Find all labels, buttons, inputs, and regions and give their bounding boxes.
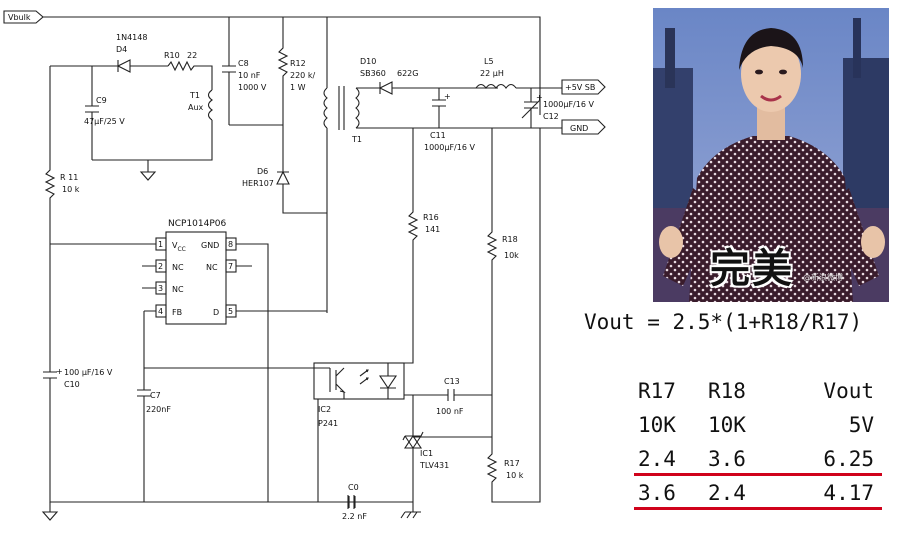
meme-photo: @新浪微博 <box>653 8 889 302</box>
out-5v-text: +5V SB <box>565 83 595 92</box>
r18-label: R18 <box>502 235 518 244</box>
pin-vcc-sub: CC <box>177 246 185 253</box>
header-r17: R17 <box>638 379 676 403</box>
ic2-label: IC2 <box>318 405 331 414</box>
pin-1: 1 <box>158 240 163 249</box>
c8-value1: 10 nF <box>238 71 261 80</box>
l5-label: L5 <box>484 57 494 66</box>
c12-label: C12 <box>543 112 559 121</box>
c8-value2: 1000 V <box>238 83 267 92</box>
cell-r18: 3.6 <box>708 447 746 471</box>
circuit-schematic: Vbulk C8 10 nF 1000 V R12 220 k/ 1 W D6 … <box>3 10 606 521</box>
cell-r17: 2.4 <box>638 447 676 471</box>
photo-drawing: @新浪微博 <box>653 8 889 302</box>
cell-vout: 5V <box>848 413 874 437</box>
r17-value: 10 k <box>506 471 524 480</box>
t1-label: T1 <box>351 135 362 144</box>
c0-value: 2.2 nF <box>342 512 367 521</box>
r16-value: 141 <box>425 225 440 234</box>
formula: Vout = 2.5*(1+R18/R17) <box>584 310 863 334</box>
code-label: 622G <box>397 69 418 78</box>
cell-r17: 3.6 <box>638 481 676 505</box>
d10-value: SB360 <box>360 69 386 78</box>
cell-vout: 6.25 <box>823 447 874 471</box>
t1-aux-label: T1 <box>189 91 200 100</box>
pin-gnd: GND <box>201 241 219 250</box>
resistor-table: R17 R18 Vout 10K 10K 5V 2.4 3.6 6.25 3.6… <box>632 375 884 511</box>
vbulk-text: Vbulk <box>8 13 31 22</box>
pin-3: 3 <box>158 284 163 293</box>
c13-label: C13 <box>444 377 460 386</box>
r10-value: 22 <box>187 51 197 60</box>
d6-value: HER107 <box>242 179 274 188</box>
pin-5: 5 <box>228 307 233 316</box>
table-row: 2.4 3.6 6.25 <box>632 443 884 477</box>
header-vout: Vout <box>823 379 874 403</box>
r12-value2: 1 W <box>290 83 306 92</box>
table-row: 3.6 2.4 4.17 <box>632 477 884 511</box>
ic1-label: IC1 <box>420 449 433 458</box>
pin-vcc: V <box>172 241 178 250</box>
c11-label: C11 <box>430 131 446 140</box>
gnd-label: GND <box>561 119 606 135</box>
c11-value: 1000µF/16 V <box>424 143 475 152</box>
c10-plus: + <box>56 367 63 376</box>
c10-label: C10 <box>64 380 80 389</box>
cell-r17: 10K <box>638 413 676 437</box>
r17-label: R17 <box>504 459 520 468</box>
pin-8: 8 <box>228 240 233 249</box>
c9-value: 47µF/25 V <box>84 117 125 126</box>
t1-aux-text: Aux <box>188 103 204 112</box>
photo-caption: 完美 <box>710 246 794 292</box>
r12-value1: 220 k/ <box>290 71 315 80</box>
cell-r18: 2.4 <box>708 481 746 505</box>
pin-4: 4 <box>158 307 163 316</box>
pin-2: 2 <box>158 262 163 271</box>
c12-plus: + <box>536 93 543 102</box>
d6-label: D6 <box>257 167 268 176</box>
photo-watermark: @新浪微博 <box>803 272 843 282</box>
d4-label: D4 <box>116 45 127 54</box>
optocoupler <box>313 362 405 400</box>
svg-text:VCC: VCC <box>172 241 186 253</box>
gnd-text: GND <box>570 124 588 133</box>
cell-vout: 4.17 <box>823 481 874 505</box>
ic-name: NCP1014P06 <box>168 219 227 229</box>
r11-value: 10 k <box>62 185 80 194</box>
r10-label: R10 <box>164 51 180 60</box>
pin-7: 7 <box>228 262 233 271</box>
c7-value: 220nF <box>146 405 171 414</box>
c9-label: C9 <box>96 96 107 105</box>
c11-plus: + <box>444 92 451 101</box>
ic-body <box>165 231 227 325</box>
pin-nc-2: NC <box>172 263 184 272</box>
ic1-value: TLV431 <box>419 461 449 470</box>
pin-fb: FB <box>172 308 182 317</box>
pin-nc-3: NC <box>172 285 184 294</box>
cell-r18: 10K <box>708 413 746 437</box>
c10-value: 100 µF/16 V <box>64 368 113 377</box>
d10-label: D10 <box>360 57 376 66</box>
c7-label: C7 <box>150 391 161 400</box>
c12-value: 1000µF/16 V <box>543 100 594 109</box>
table-header-row: R17 R18 Vout <box>632 375 884 409</box>
table-row: 10K 10K 5V <box>632 409 884 443</box>
pin-nc-7: NC <box>206 263 218 272</box>
c13-value: 100 nF <box>436 407 464 416</box>
d4-part: 1N4148 <box>116 33 147 42</box>
c0-label: C0 <box>348 483 359 492</box>
vbulk-label: Vbulk <box>3 10 44 24</box>
r12-label: R12 <box>290 59 306 68</box>
r18-value: 10k <box>504 251 519 260</box>
ic2-value: P241 <box>318 419 338 428</box>
l5-value: 22 µH <box>480 69 504 78</box>
out-5v-label: +5V SB <box>561 79 606 95</box>
r16-label: R16 <box>423 213 439 222</box>
c8-label: C8 <box>238 59 249 68</box>
header-r18: R18 <box>708 379 746 403</box>
r11-label: R 11 <box>60 173 78 182</box>
pin-d: D <box>213 308 219 317</box>
